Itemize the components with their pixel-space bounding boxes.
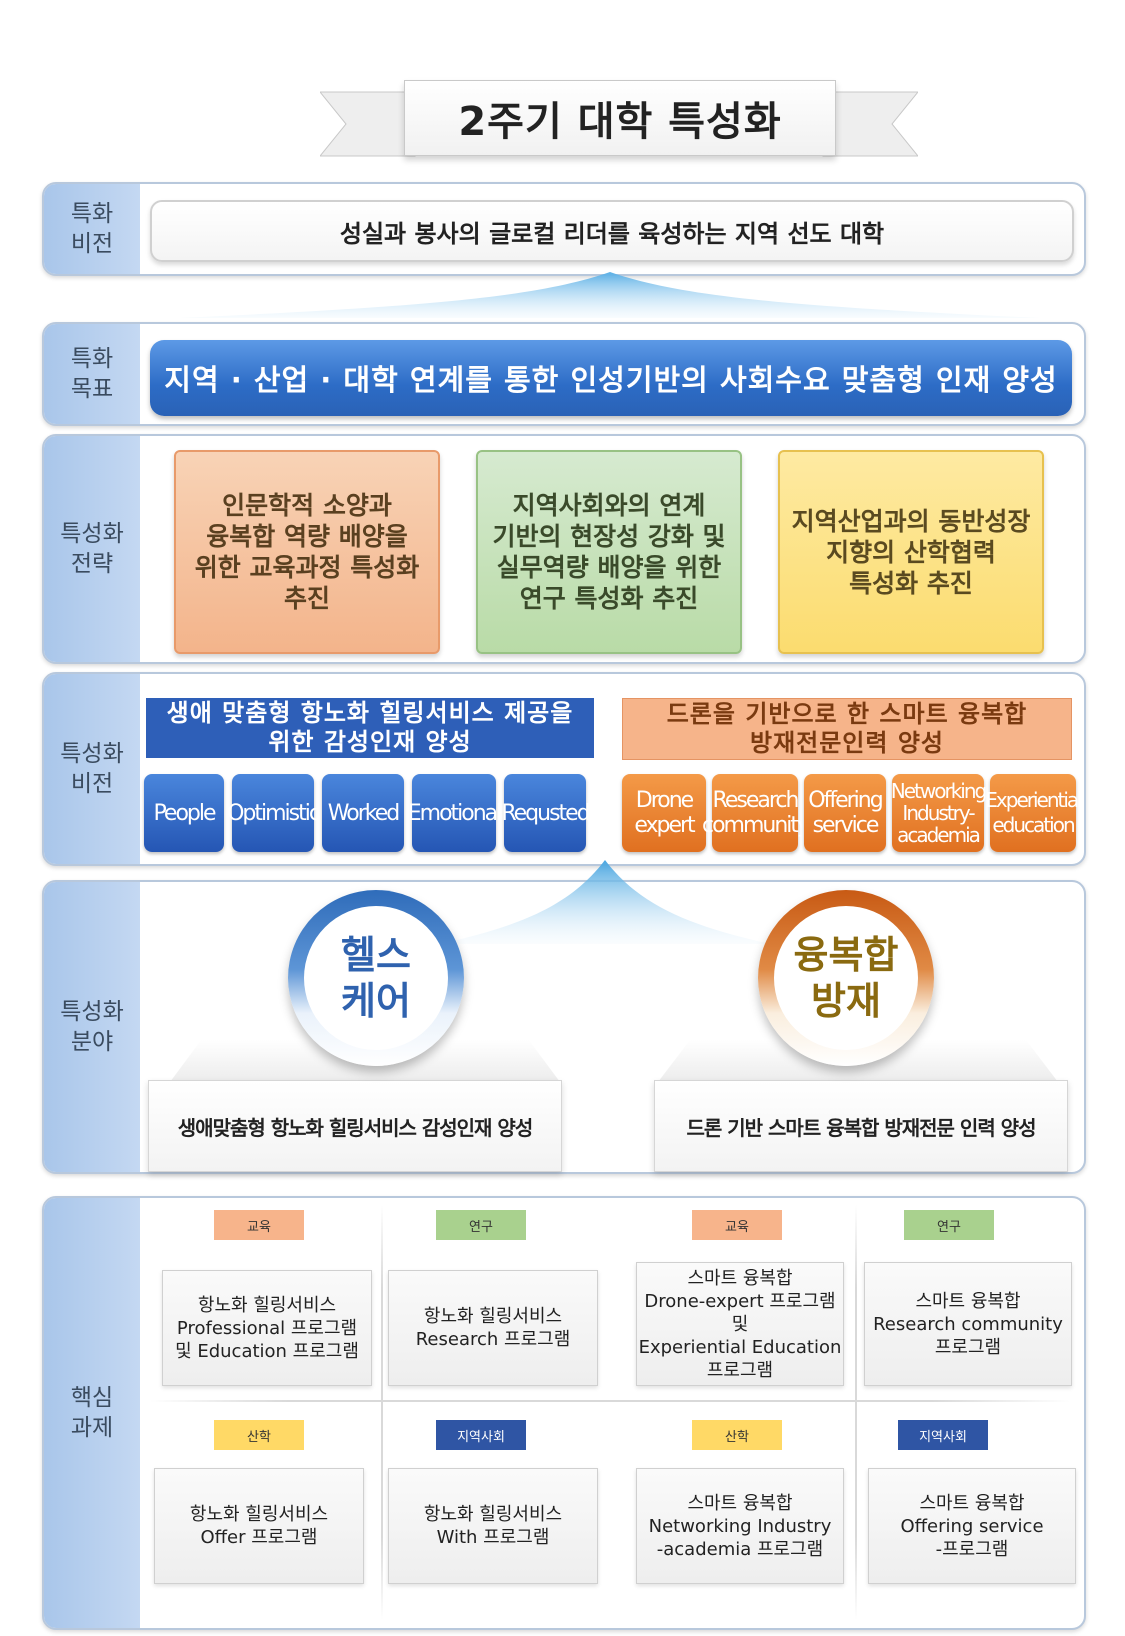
- keyword-experiential-education: Experiential education: [985, 774, 1083, 852]
- keyword-emotional: Emotional: [408, 774, 502, 852]
- strategy-label: 특성화 전략: [44, 436, 140, 662]
- field-label: 특성화 분야: [44, 882, 140, 1172]
- keyword-worked: Worked: [322, 774, 404, 852]
- tag-community: 지역사회: [436, 1420, 526, 1450]
- right-vision-heading: 드론을 기반으로 한 스마트 융복합 방재전문인력 양성: [622, 698, 1072, 760]
- tag-education: 교육: [692, 1210, 782, 1240]
- disaster-prevention-circle: 융복합 방재: [758, 890, 934, 1066]
- keyword-drone-expert: Drone expert: [622, 774, 706, 852]
- tag-community: 지역사회: [898, 1420, 988, 1450]
- up-arrow-icon: [440, 860, 770, 944]
- goal-label: 특화 목표: [44, 324, 140, 424]
- strategy-item-research: 지역사회와의 연계 기반의 현장성 강화 및 실무역량 배양을 위한 연구 특성…: [476, 450, 742, 654]
- page-title: 2주기 대학 특성화: [404, 80, 836, 156]
- keyword-requsted: Requsted: [501, 774, 591, 852]
- right-field-description: 드론 기반 스마트 융복합 방재전문 인력 양성: [654, 1080, 1068, 1172]
- tag-research: 연구: [436, 1210, 526, 1240]
- ribbon-left-icon: [320, 91, 416, 157]
- keyword-offering-service: Offering service: [804, 774, 886, 852]
- disaster-prevention-circle-text: 융복합 방재: [774, 906, 918, 1050]
- core-divider-vertical: [855, 1205, 857, 1620]
- vision-label: 특화 비전: [44, 184, 140, 274]
- up-arrow-icon: [180, 272, 1040, 318]
- left-vision-heading: 생애 맞춤형 항노화 힐링서비스 제공을 위한 감성인재 양성: [146, 698, 594, 758]
- keyword-optimistic: Optimistic: [227, 774, 321, 852]
- core-divider-vertical: [381, 1205, 383, 1620]
- task-research-community: 스마트 융복합 Research community 프로그램: [864, 1262, 1072, 1386]
- tag-research: 연구: [904, 1210, 994, 1240]
- task-offering-service: 스마트 융복합 Offering service -프로그램: [868, 1468, 1076, 1584]
- vision-text: 성실과 봉사의 글로컬 리더를 육성하는 지역 선도 대학: [150, 200, 1074, 262]
- core-divider-horizontal: [150, 1400, 1070, 1402]
- keyword-research-community: Research community: [702, 774, 810, 852]
- task-healing-professional-education: 항노화 힐링서비스 Professional 프로그램 및 Education …: [162, 1270, 372, 1386]
- task-healing-with: 항노화 힐링서비스 With 프로그램: [388, 1468, 598, 1584]
- tag-education: 교육: [214, 1210, 304, 1240]
- goal-text: 지역 · 산업 · 대학 연계를 통한 인성기반의 사회수요 맞춤형 인재 양성: [150, 340, 1072, 416]
- tag-industry: 산학: [214, 1420, 304, 1450]
- strategy-item-industry: 지역산업과의 동반성장 지향의 산학협력 특성화 추진: [778, 450, 1044, 654]
- task-healing-research: 항노화 힐링서비스 Research 프로그램: [388, 1270, 598, 1386]
- task-networking-industry-academia: 스마트 융복합 Networking Industry -academia 프로…: [636, 1468, 844, 1584]
- strategy-item-education: 인문학적 소양과 융복합 역량 배양을 위한 교육과정 특성화 추진: [174, 450, 440, 654]
- tag-industry: 산학: [692, 1420, 782, 1450]
- keyword-people: People: [144, 774, 224, 852]
- healthcare-circle: 헬스 케어: [288, 890, 464, 1066]
- healthcare-circle-text: 헬스 케어: [304, 906, 448, 1050]
- task-drone-expert-experiential-education: 스마트 융복합 Drone-expert 프로그램 및 Experiential…: [636, 1262, 844, 1386]
- keyword-networking-industry-academia: Networking Industry- academia: [891, 774, 987, 852]
- left-field-description: 생애맞춤형 항노화 힐링서비스 감성인재 양성: [148, 1080, 562, 1172]
- core-task-label: 핵심 과제: [44, 1198, 140, 1628]
- task-healing-offer: 항노화 힐링서비스 Offer 프로그램: [154, 1468, 364, 1584]
- special-vision-label: 특성화 비전: [44, 674, 140, 864]
